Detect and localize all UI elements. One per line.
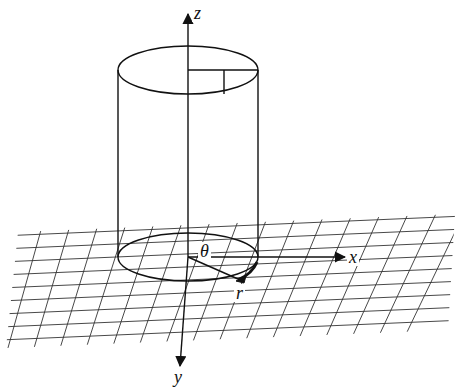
grid-line bbox=[396, 205, 465, 355]
grid-line bbox=[0, 255, 465, 275]
grid-line bbox=[6, 205, 48, 355]
grid-line bbox=[32, 205, 76, 355]
arc-arrowhead bbox=[236, 276, 246, 283]
top-marker bbox=[223, 70, 224, 94]
theta-arc bbox=[238, 262, 257, 280]
radius-label: r bbox=[234, 284, 245, 302]
grid-line bbox=[0, 205, 20, 355]
grid-line bbox=[0, 320, 465, 340]
grid-line bbox=[214, 205, 272, 355]
top-radius bbox=[188, 69, 258, 70]
grid-line bbox=[266, 205, 328, 355]
grid-line bbox=[0, 294, 465, 314]
grid-line bbox=[0, 281, 465, 301]
axis-label: x bbox=[347, 248, 359, 266]
cylinder-side bbox=[257, 70, 258, 257]
axis-label: z bbox=[192, 4, 203, 22]
x-axis bbox=[188, 256, 345, 257]
grid-line bbox=[292, 205, 356, 355]
grid-line bbox=[84, 205, 132, 355]
grid-line bbox=[240, 205, 300, 355]
y-axis bbox=[180, 257, 188, 366]
grid-line bbox=[370, 205, 440, 355]
radius-line bbox=[188, 257, 238, 279]
angle-label: θ bbox=[198, 242, 211, 260]
z-axis bbox=[187, 14, 188, 257]
grid-line bbox=[318, 205, 384, 355]
axes bbox=[180, 14, 345, 366]
grid-plane bbox=[0, 205, 465, 355]
grid-line bbox=[0, 268, 465, 288]
grid-line bbox=[344, 205, 412, 355]
grid-line bbox=[0, 216, 465, 236]
grid-line bbox=[58, 205, 104, 355]
grid-line bbox=[188, 205, 244, 355]
grid-line bbox=[0, 333, 465, 353]
cylinder-side bbox=[117, 70, 118, 257]
grid-line bbox=[0, 242, 465, 262]
axis-label: y bbox=[172, 368, 184, 386]
